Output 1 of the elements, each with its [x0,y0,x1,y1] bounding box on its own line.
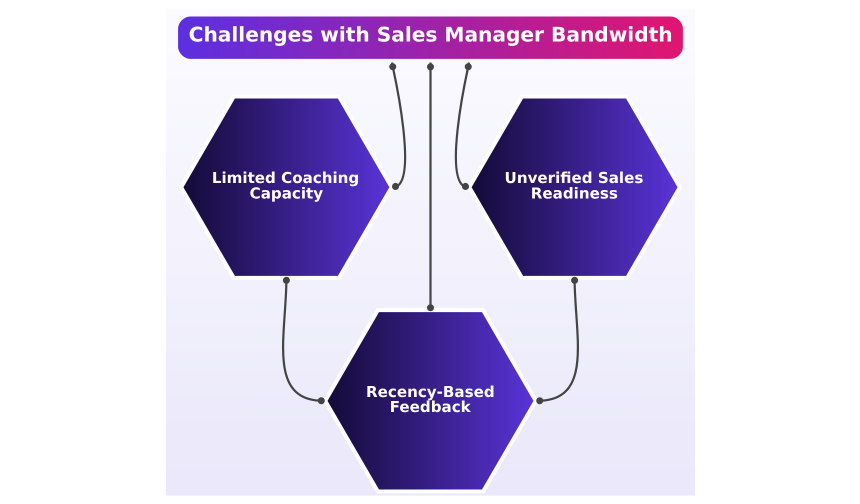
diagram-title: Challenges with Sales Manager Bandwidth [188,22,672,47]
